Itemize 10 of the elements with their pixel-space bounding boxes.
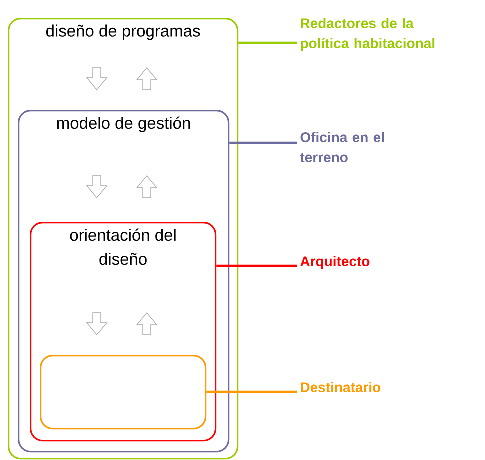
leader-line [230,142,297,144]
role-label: Destinatario [301,382,381,392]
leader-line [216,264,297,268]
role-label: Arquitecto [300,256,370,270]
level-box: orientación del diseño [30,222,217,442]
leader-line [238,42,297,44]
leader-line [206,390,297,394]
role-label: Oficina en el terreno [300,132,384,162]
role-label: Redactores de la política habitacional [301,18,435,52]
empty-box [40,355,207,430]
